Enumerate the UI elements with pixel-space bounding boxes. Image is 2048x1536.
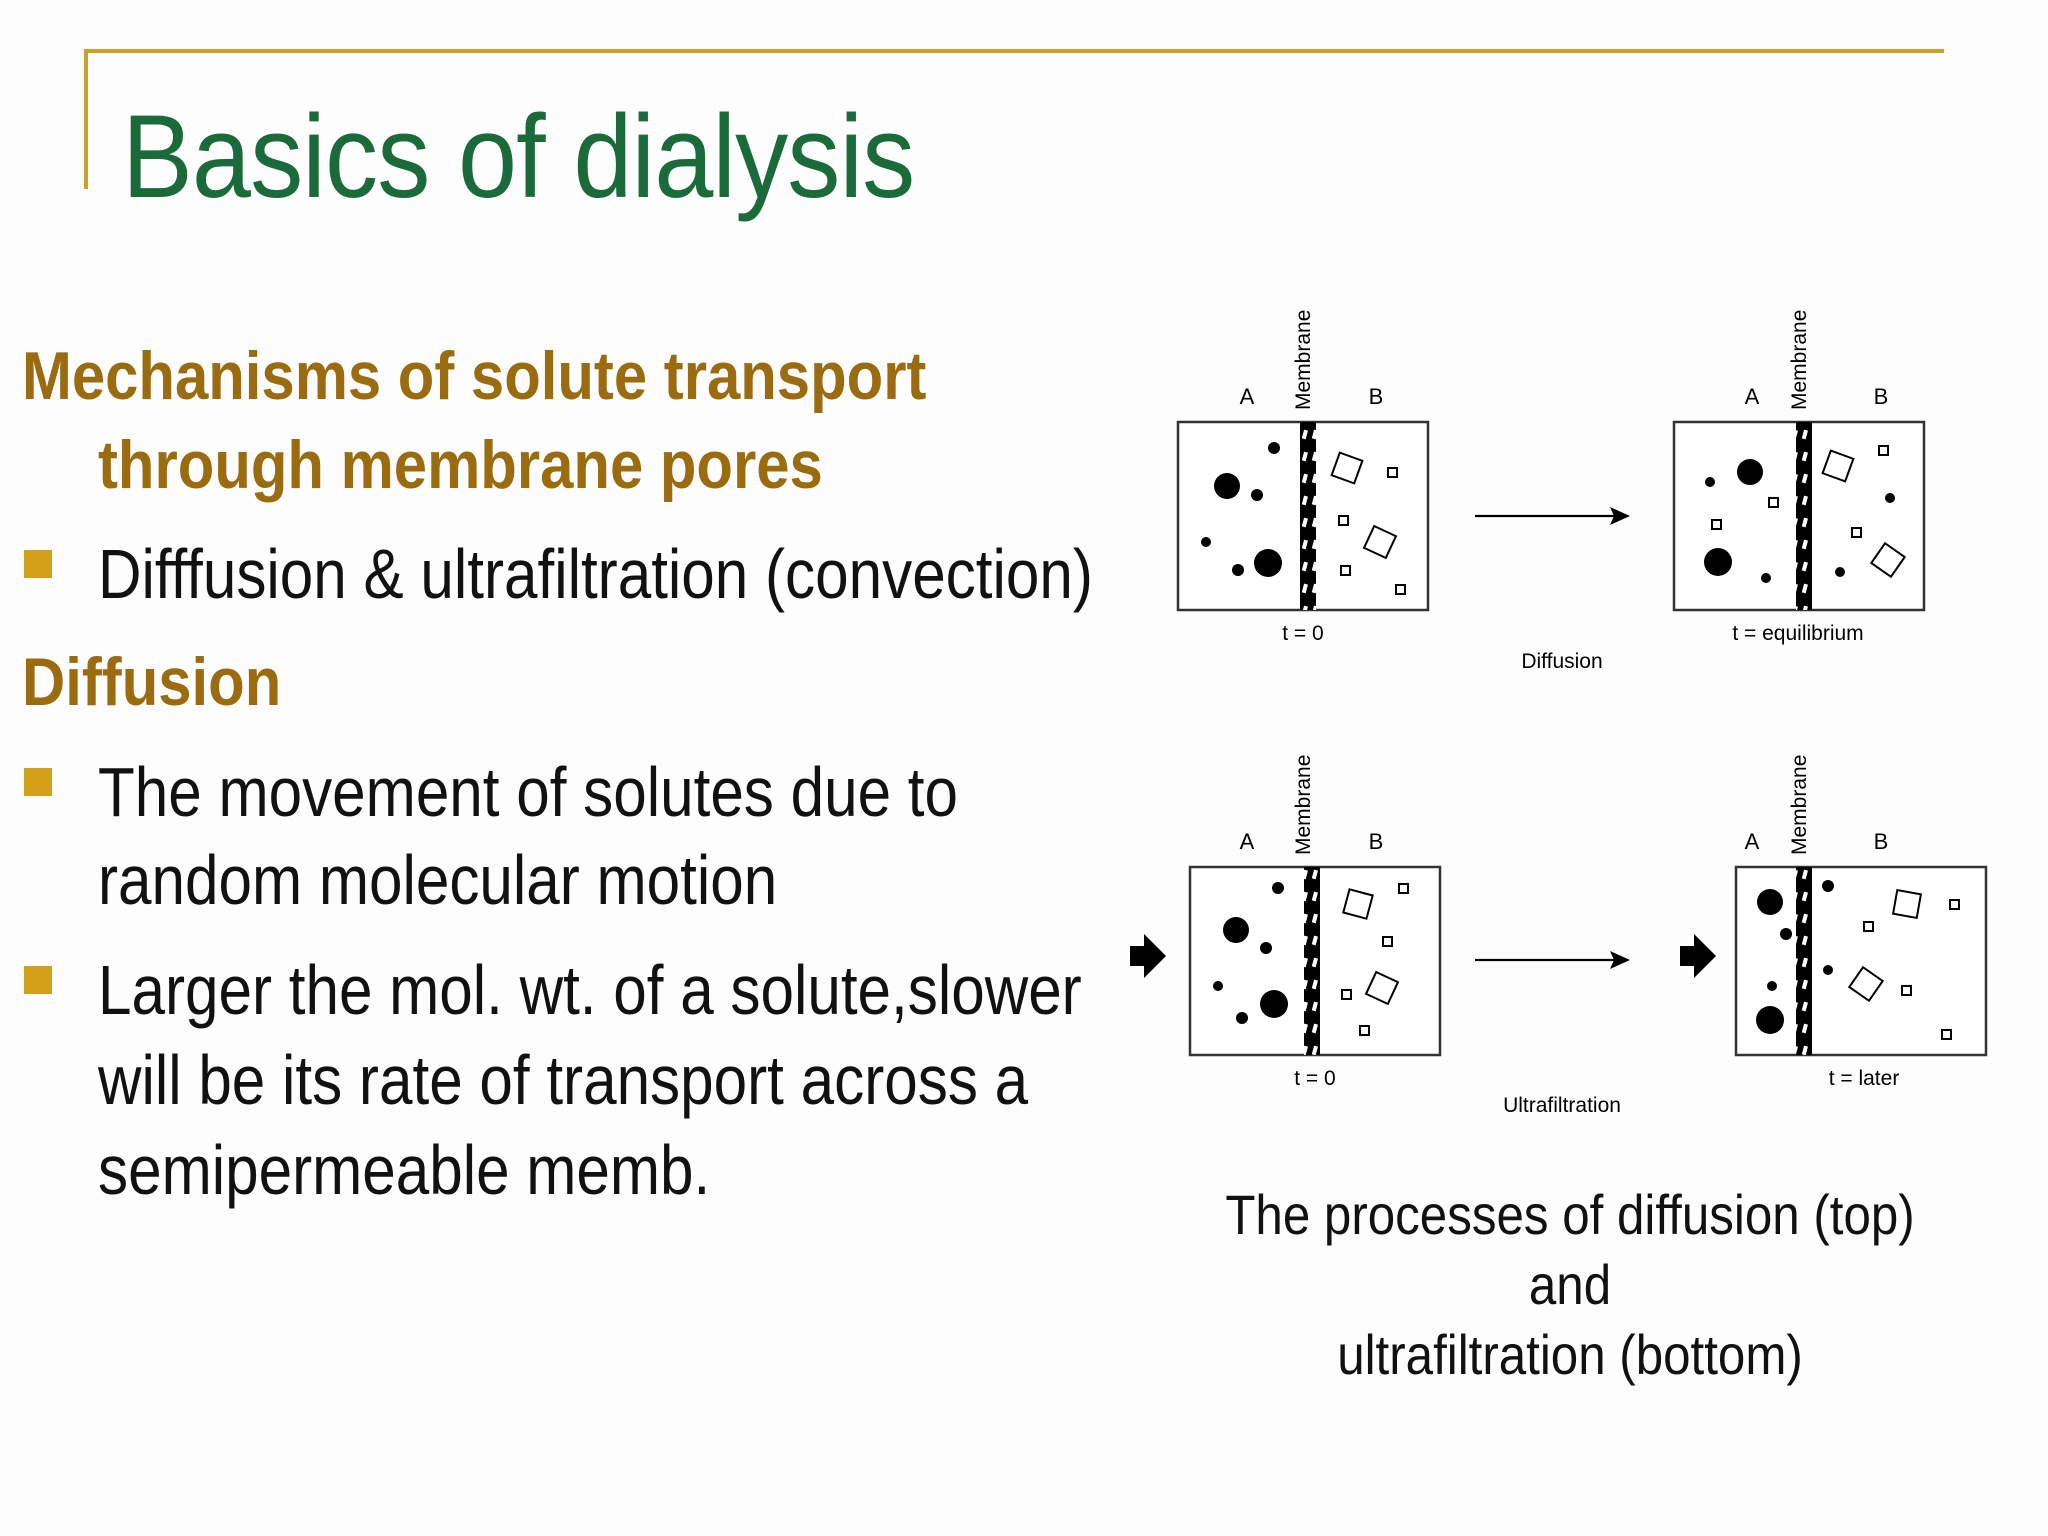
bullet-text-molwt-cont1: will be its rate of transport across a	[98, 1041, 1029, 1119]
bullet-text-molwt-cont2: semipermeable memb.	[98, 1131, 711, 1209]
section-heading-mechanisms-cont: through membrane pores	[98, 427, 823, 503]
time-label: t = 0	[1294, 1067, 1335, 1090]
title-frame-top-line	[84, 49, 1944, 53]
figure-caption: The processes of diffusion (top) and ult…	[1209, 1180, 1931, 1390]
section-heading-diffusion: Diffusion	[22, 644, 282, 720]
diffusion-ultrafiltration-diagram: Membrane A B t = 0 Diffusion Membrane	[1130, 310, 1988, 1117]
membrane-bar	[1796, 422, 1812, 610]
side-b-label: B	[1874, 384, 1889, 409]
pressure-arrow-icon	[1130, 934, 1166, 978]
figure-caption-line1: The processes of diffusion (top) and	[1225, 1183, 1915, 1316]
side-a-label: A	[1745, 384, 1760, 409]
membrane-label: Membrane	[1292, 755, 1315, 855]
slide-title: Basics of dialysis	[122, 91, 915, 223]
large-solutes	[1711, 445, 1907, 579]
membrane-bar	[1796, 867, 1812, 1055]
membrane-bar	[1300, 422, 1316, 610]
small-solutes	[1201, 442, 1282, 577]
side-b-label: B	[1874, 829, 1889, 854]
side-b-label: B	[1369, 384, 1384, 409]
membrane-label: Membrane	[1788, 310, 1811, 410]
diffusion-start-panel: Membrane A B t = 0	[1176, 310, 1430, 645]
title-frame-left-line	[84, 49, 88, 189]
large-solutes	[1341, 883, 1409, 1036]
membrane-bar	[1304, 867, 1320, 1055]
ultrafiltration-end-panel: Membrane A B t = later	[1680, 755, 1988, 1090]
time-label: t = later	[1829, 1067, 1900, 1090]
time-label: t = 0	[1282, 622, 1323, 645]
large-solutes	[1847, 888, 1960, 1040]
section-heading-mechanisms: Mechanisms of solute transport	[22, 338, 927, 414]
small-solutes	[1704, 459, 1895, 583]
bullet-marker	[24, 768, 52, 796]
diffusion-arrow: Diffusion	[1475, 507, 1630, 673]
time-label: t = equilibrium	[1732, 622, 1863, 645]
small-solutes	[1213, 882, 1288, 1024]
diffusion-end-panel: Membrane A B t = equilibrium	[1672, 310, 1926, 645]
process-label-ultrafiltration: Ultrafiltration	[1503, 1094, 1621, 1117]
bullet-text-mechanisms: Difffusion & ultrafiltration (convection…	[98, 535, 1093, 613]
small-solutes	[1756, 880, 1834, 1034]
bullet-marker	[24, 966, 52, 994]
bullet-text-movement-cont: random molecular motion	[98, 841, 778, 919]
ultrafiltration-arrow: Ultrafiltration	[1475, 951, 1630, 1117]
bullet-text-molwt: Larger the mol. wt. of a solute,slower	[98, 951, 1082, 1029]
figure-caption-line2: ultrafiltration (bottom)	[1337, 1323, 1803, 1386]
bullet-marker	[24, 550, 52, 578]
bullet-text-movement: The movement of solutes due to	[98, 753, 958, 831]
side-a-label: A	[1240, 384, 1255, 409]
membrane-label: Membrane	[1788, 755, 1811, 855]
membrane-label: Membrane	[1292, 310, 1315, 410]
pressure-arrow-icon	[1680, 934, 1716, 978]
ultrafiltration-start-panel: Membrane A B t = 0	[1130, 755, 1442, 1090]
side-b-label: B	[1369, 829, 1384, 854]
process-label-diffusion: Diffusion	[1521, 650, 1602, 673]
side-a-label: A	[1240, 829, 1255, 854]
side-a-label: A	[1745, 829, 1760, 854]
large-solutes	[1330, 451, 1406, 595]
